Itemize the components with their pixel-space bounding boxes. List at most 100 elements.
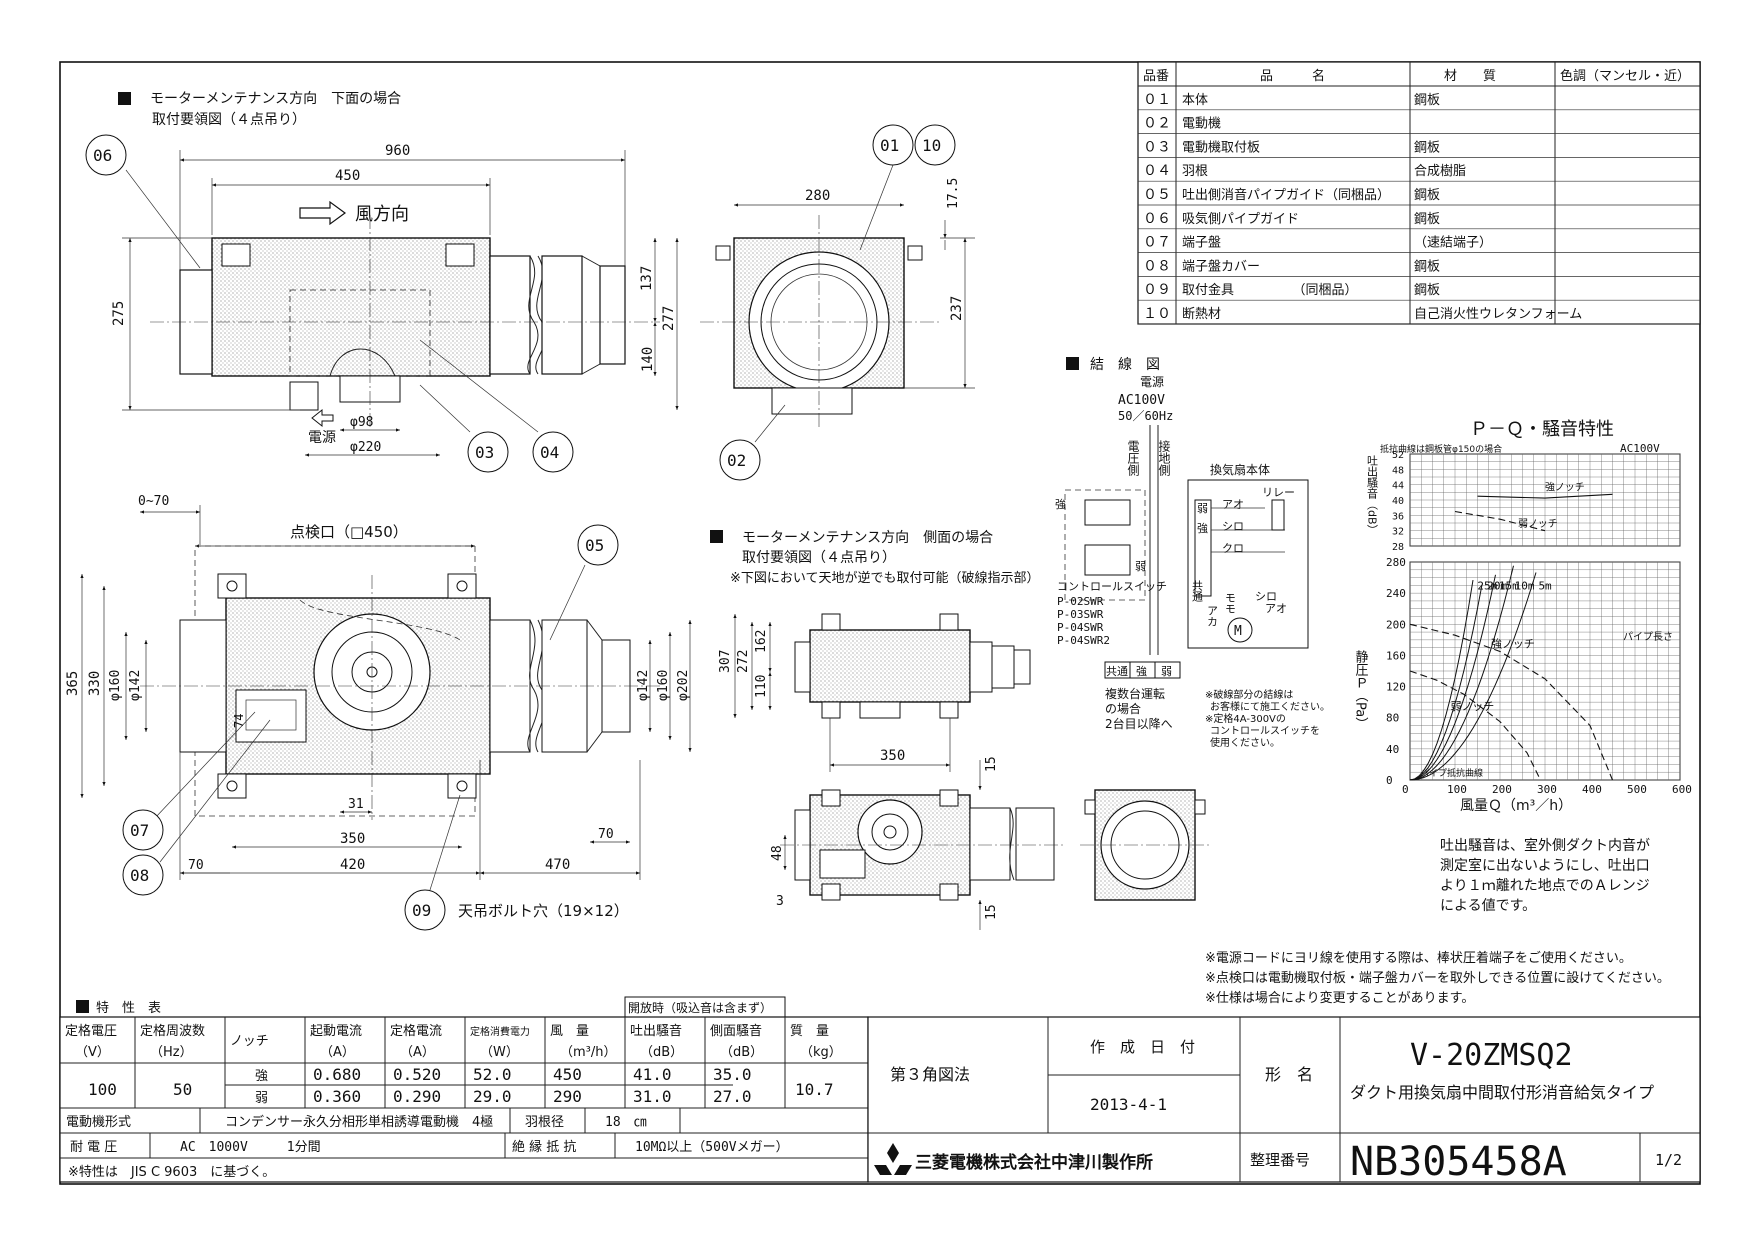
dim-110: 110 <box>754 675 769 698</box>
spec-table: 特 性 表 開放時（吸込音は含まず） 定格電圧（V）定格周波数（Hz）ノッチ起動… <box>59 996 869 1183</box>
part-material: 自己消火性ウレタンフォーム <box>1414 307 1582 322</box>
view-side-maintenance: モーターメンテナンス方向 側面の場合 取付要領図（４点吊り） ※下図において天地… <box>710 530 1210 930</box>
airflow-label: 風方向 <box>355 204 409 225</box>
inspection-port-label: 点検口（□450） <box>290 523 408 541</box>
chart-supply: AC100V <box>1620 442 1660 455</box>
part-name: 断熱材 <box>1182 307 1221 322</box>
callout-09 <box>404 889 446 931</box>
mitsubishi-logo <box>874 1143 912 1175</box>
spec-header-unit: （m³/h） <box>560 1045 617 1060</box>
motor-type: コンデンサー永久分相形単相誘導電動機 4極 <box>225 1114 493 1130</box>
spec-cell-rated: 0.520 <box>393 1065 441 1084</box>
svg-text:コントロールスイッチを: コントロールスイッチを <box>1210 725 1320 737</box>
svg-text:M: M <box>1234 624 1242 639</box>
parts-header-0: 品番 <box>1143 69 1169 84</box>
svg-text:リレー: リレー <box>1262 486 1295 499</box>
fan-body-top <box>211 237 491 377</box>
svg-text:お客様にて施工ください。: お客様にて施工ください。 <box>1210 700 1330 713</box>
spec-cell-notch: 弱 <box>255 1091 268 1106</box>
callout-06 <box>85 134 127 176</box>
pq-series-1 <box>1409 670 1541 781</box>
spec-header: 定格電圧 <box>65 1023 117 1039</box>
y-tick: 80 <box>1386 712 1399 725</box>
part-material: 鋼板 <box>1414 188 1440 203</box>
spec-header: 吐出騒音 <box>630 1023 682 1039</box>
blade-diameter: 18 ㎝ <box>605 1115 647 1130</box>
part-number: ０４ <box>1143 163 1171 179</box>
noise-tick: 52 <box>1392 450 1404 461</box>
noise-tick: 36 <box>1392 511 1404 522</box>
spec-header: 側面騒音 <box>710 1023 762 1039</box>
blade-diameter-label: 羽根径 <box>525 1115 564 1130</box>
resistance-label: 15m <box>1499 579 1519 592</box>
spec-header-unit: （Hz） <box>150 1045 193 1060</box>
view-mounting-plan: 0~70 点検口（□450） 74 365 <box>65 494 692 920</box>
svg-text:弱: 弱 <box>1197 502 1208 515</box>
part-number: ０６ <box>1143 211 1171 227</box>
wiring-title: 結 線 図 <box>1090 357 1160 373</box>
spec-header-unit: （A） <box>320 1045 355 1060</box>
svg-text:強: 強 <box>1136 665 1147 678</box>
bottom-note-1: ※電源コードにヨリ線を使用する際は、棒状圧着端子をご使用ください。 <box>1205 950 1632 966</box>
noise-note-3: より１ｍ離れた地点でのＡレンジ <box>1440 877 1650 894</box>
notes: 吐出騒音は、室外側ダクト内音が 測定室に出ないようにし、吐出口 より１ｍ離れた地… <box>1205 837 1670 1006</box>
resistance-curve-25m <box>1409 580 1474 781</box>
resistance-label: 10m <box>1515 579 1535 592</box>
svg-text:04: 04 <box>540 443 559 462</box>
part-name: 羽根 <box>1182 164 1208 179</box>
wiring-frequency: 50／60Hz <box>1118 409 1173 423</box>
svg-text:アオ: アオ <box>1265 602 1287 615</box>
dim-70-right: 70 <box>598 827 614 842</box>
part-number: ０５ <box>1143 187 1171 203</box>
parts-header-1: 品 名 <box>1260 68 1325 84</box>
spec-voltage: 100 <box>88 1080 117 1099</box>
svg-text:クロ: クロ <box>1222 542 1244 555</box>
resistance-curve-15m <box>1409 574 1496 781</box>
fan-body-side <box>809 629 971 703</box>
model-description: ダクト用換気扇中間取付形消音給気タイプ <box>1350 1083 1654 1102</box>
view-side-end: 280 17.5 237 <box>700 178 975 430</box>
dim-450: 450 <box>335 168 360 184</box>
spec-cell-side: 35.0 <box>713 1065 752 1084</box>
spec-cell-out: 31.0 <box>633 1087 672 1106</box>
spec-cell-rated: 0.290 <box>393 1087 441 1106</box>
spec-cell-start: 0.680 <box>313 1065 361 1084</box>
part-number: ０３ <box>1143 139 1171 155</box>
x-axis-label: 風量Ｑ（m³／h） <box>1460 798 1572 814</box>
noise-series-0 <box>1477 493 1613 499</box>
svg-text:シロ: シロ <box>1255 590 1277 603</box>
part-material: 鋼板 <box>1414 283 1440 298</box>
dim-330: 330 <box>87 671 103 696</box>
spec-header-unit: （A） <box>400 1045 435 1060</box>
spec-cell-notch: 強 <box>255 1069 268 1084</box>
svg-text:10: 10 <box>922 136 941 155</box>
x-tick: 200 <box>1492 783 1512 796</box>
pq-series-0 <box>1409 623 1614 781</box>
view4-note: ※下図において天地が逆でも取付可能（破線指示部） <box>730 570 1040 586</box>
dim-0-70: 0~70 <box>138 494 169 509</box>
dim-31: 31 <box>348 797 364 812</box>
noise-label-strong: 強ノッチ <box>1545 480 1585 493</box>
svg-text:P-03SWR: P-03SWR <box>1057 608 1104 621</box>
dim-phi142-left: φ142 <box>128 670 143 701</box>
y-tick: 280 <box>1386 556 1406 569</box>
noise-note-4: による値です。 <box>1440 898 1536 914</box>
part-number: ０７ <box>1143 235 1171 251</box>
callout-04 <box>532 431 574 473</box>
part-material: 合成樹脂 <box>1414 164 1466 179</box>
view1-subtitle: 取付要領図（４点吊り） <box>152 111 306 128</box>
part-number: ０２ <box>1143 116 1171 132</box>
dim-420: 420 <box>340 857 365 873</box>
svg-text:シロ: シロ <box>1222 520 1244 533</box>
part-number: １０ <box>1143 306 1171 322</box>
model-number: V-20ZMSQ2 <box>1410 1038 1573 1073</box>
svg-text:09: 09 <box>412 901 431 920</box>
part-name: 吸気側パイプガイド <box>1182 211 1299 227</box>
spec-frequency: 50 <box>173 1080 192 1099</box>
bottom-note-2: ※点検口は電動機取付板・端子盤カバーを取外しできる位置に設けてください。 <box>1205 970 1670 986</box>
callout-05 <box>577 524 619 566</box>
spec-cell-start: 0.360 <box>313 1087 361 1106</box>
insulation-label: 絶 縁 抵 抗 <box>512 1139 576 1155</box>
svg-text:P-04SWR2: P-04SWR2 <box>1057 634 1110 647</box>
